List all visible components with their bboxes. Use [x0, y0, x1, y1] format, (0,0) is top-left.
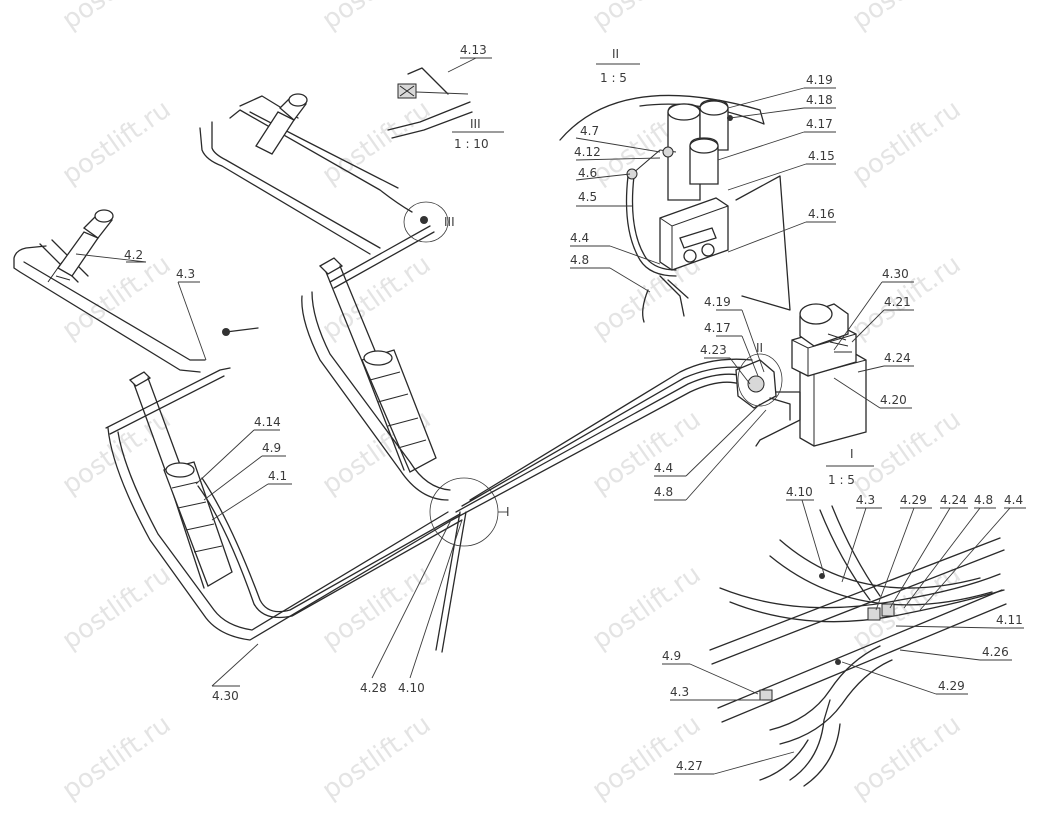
view-III-title: III — [470, 117, 481, 131]
callout-4-3: 4.3 — [670, 685, 689, 699]
callout-4-8: 4.8 — [570, 253, 589, 267]
callout-4-3: 4.3 — [856, 493, 875, 507]
callout-4-30: 4.30 — [212, 689, 239, 703]
callout-4-20: 4.20 — [880, 393, 907, 407]
watermark: postlift.ru — [847, 95, 967, 191]
watermark: postlift.ru — [587, 560, 707, 656]
callout-4-2: 4.2 — [124, 248, 143, 262]
callout-4-29: 4.29 — [938, 679, 965, 693]
watermark: postlift.ru — [847, 0, 967, 36]
hose-left — [197, 477, 463, 619]
callout-4-17: 4.17 — [806, 117, 833, 131]
callout-4-28: 4.28 — [360, 681, 387, 695]
callout-4-10: 4.10 — [398, 681, 425, 695]
detail-circle-II — [737, 353, 783, 407]
watermark: postlift.ru — [317, 560, 437, 656]
callout-4-5: 4.5 — [578, 190, 597, 204]
view-II-scale: 1 : 5 — [600, 71, 627, 85]
view-I-scale: 1 : 5 — [828, 473, 855, 487]
callout-4-24: 4.24 — [940, 493, 967, 507]
front-left-post — [128, 371, 233, 589]
callout-4-30: 4.30 — [882, 267, 909, 281]
callout-4-14: 4.14 — [254, 415, 281, 429]
left-arm-rail — [13, 245, 206, 373]
callout-4-15: 4.15 — [808, 149, 835, 163]
watermark: postlift.ru — [57, 710, 177, 806]
callout-III: III — [444, 215, 455, 229]
callout-4-10: 4.10 — [786, 485, 813, 499]
callout-4-23: 4.23 — [700, 343, 727, 357]
callout-4-7: 4.7 — [580, 124, 599, 138]
watermark: postlift.ru — [317, 95, 437, 191]
callout-II: II — [756, 341, 763, 355]
callout-4-19: 4.19 — [806, 73, 833, 87]
detail-circle-I — [429, 477, 499, 547]
view-I-title: I — [850, 447, 854, 461]
right-upper-cylinder — [255, 93, 308, 155]
callout-4-6: 4.6 — [578, 166, 597, 180]
detail-circle-III — [403, 201, 449, 243]
callout-I: I — [506, 505, 510, 519]
hose-bundle-main — [451, 358, 753, 521]
callout-4-8: 4.8 — [974, 493, 993, 507]
callout-4-9: 4.9 — [262, 441, 281, 455]
callout-4-4: 4.4 — [654, 461, 673, 475]
detail-view-II: II 1 : 5 — [559, 47, 836, 323]
base-frame-left — [107, 427, 453, 641]
callout-4-12: 4.12 — [574, 145, 601, 159]
callout-4-18: 4.18 — [806, 93, 833, 107]
hose-to-upper — [329, 225, 435, 289]
watermark: postlift.ru — [317, 0, 437, 36]
watermark: postlift.ru — [587, 710, 707, 806]
watermark: postlift.ru — [847, 710, 967, 806]
watermark: postlift.ru — [587, 405, 707, 501]
callout-4-17: 4.17 — [704, 321, 731, 335]
callout-4-9: 4.9 — [662, 649, 681, 663]
callout-4-1: 4.1 — [268, 469, 287, 483]
callout-4-26: 4.26 — [982, 645, 1009, 659]
handle-lever — [225, 327, 259, 333]
detail-view-III: 4.13 III 1 : 10 — [387, 43, 504, 151]
riser-tube — [435, 511, 467, 653]
callout-4-21: 4.21 — [884, 295, 911, 309]
callout-4-13: 4.13 — [460, 43, 487, 57]
callout-4-8: 4.8 — [654, 485, 673, 499]
callout-4-3: 4.3 — [176, 267, 195, 281]
watermark: postlift.ru — [317, 710, 437, 806]
main-leaders — [75, 253, 508, 687]
callout-4-4: 4.4 — [570, 231, 589, 245]
view-III-scale: 1 : 10 — [454, 137, 489, 151]
callout-4-4: 4.4 — [1004, 493, 1023, 507]
callout-4-24: 4.24 — [884, 351, 911, 365]
callout-4-29: 4.29 — [900, 493, 927, 507]
cross-rail — [105, 367, 231, 435]
base-frame-right — [301, 291, 451, 501]
pump-unit: 4.19 4.17 4.23 II 4.30 4.21 4.24 4.20 4.… — [654, 267, 914, 501]
detail-view-I: I 1 : 5 — [662, 447, 1026, 787]
callout-4-27: 4.27 — [676, 759, 703, 773]
callout-4-11: 4.11 — [996, 613, 1023, 627]
watermark: postlift.ru — [57, 0, 177, 36]
callout-4-16: 4.16 — [808, 207, 835, 221]
view-II-title: II — [612, 47, 619, 61]
callout-4-19: 4.19 — [704, 295, 731, 309]
main-assembly: 4.2 4.3 4.14 4.9 4.1 4.30 4.28 4.10 I II… — [13, 93, 753, 703]
watermark: postlift.ru — [587, 0, 707, 36]
watermark: postlift.ru — [57, 560, 177, 656]
watermark: postlift.ru — [57, 95, 177, 191]
front-right-post — [318, 257, 437, 473]
